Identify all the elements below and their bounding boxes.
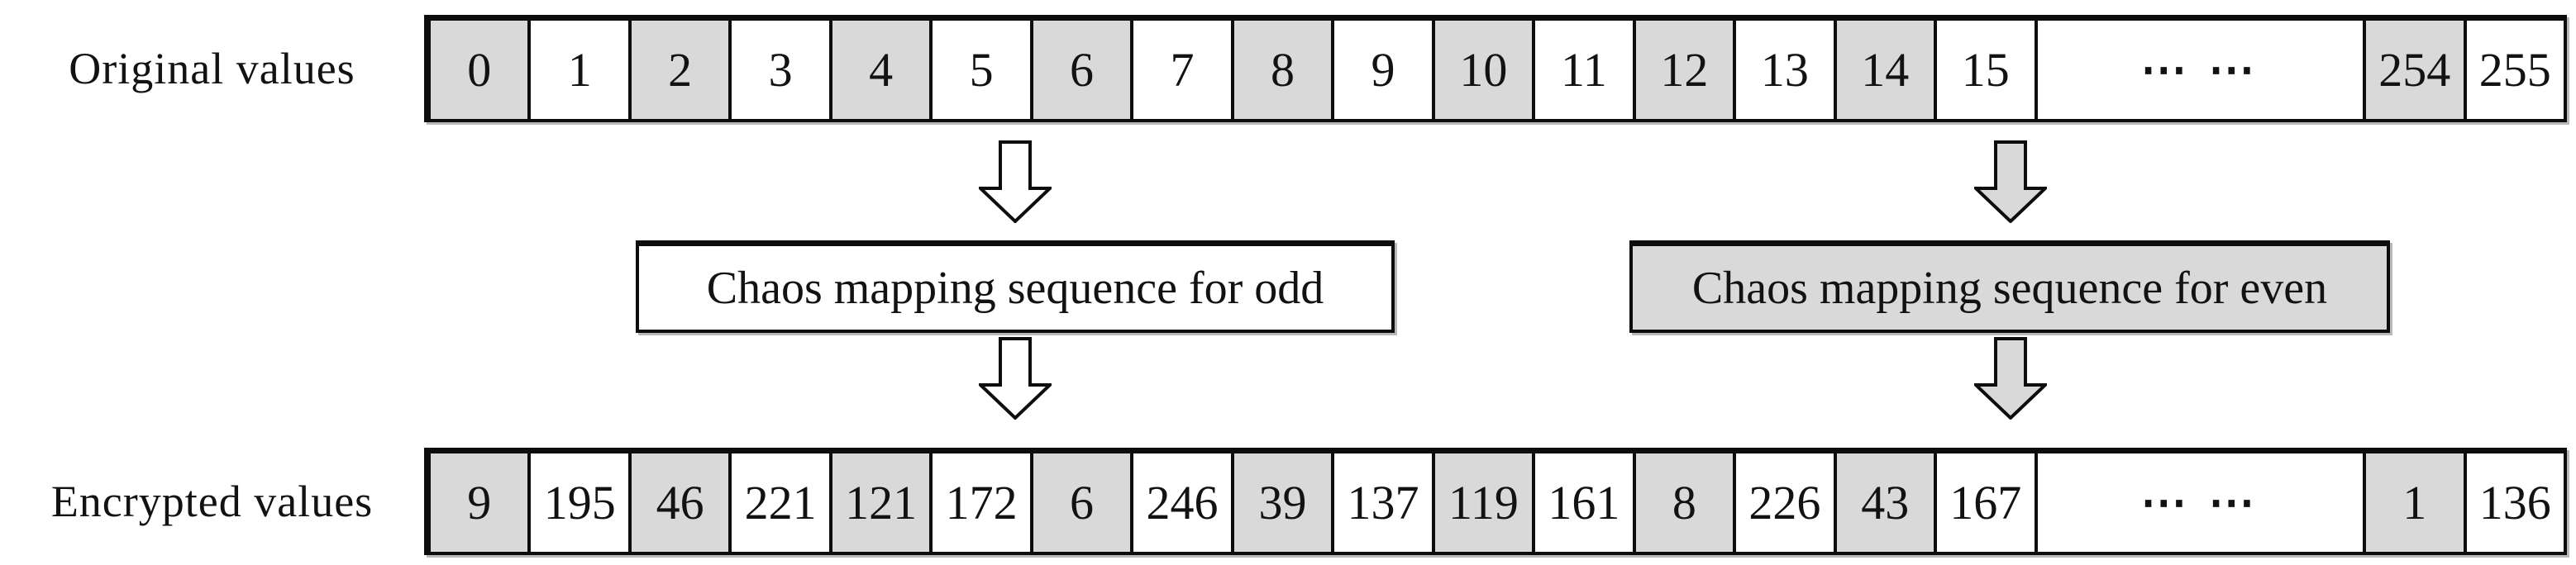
encrypted-values-label: Encrypted values (50, 477, 374, 526)
encrypted-value-cell: 6 (1029, 453, 1131, 552)
original-value-cell: 2 (627, 21, 729, 119)
encrypted-value-cell: 195 (527, 453, 627, 552)
original-value-cell: 14 (1833, 21, 1934, 119)
encrypted-value-cell: 136 (2463, 453, 2564, 552)
original-values-label: Original values (69, 44, 355, 93)
original-value-cell: 7 (1130, 21, 1230, 119)
down-arrow-icon (979, 337, 1052, 420)
original-value-cell: 254 (2363, 21, 2464, 119)
even-mapping-box: Chaos mapping sequence for even (1629, 240, 2390, 333)
original-value-cell: 5 (929, 21, 1029, 119)
original-value-cell: 9 (1331, 21, 1431, 119)
encrypted-value-cell: 167 (1934, 453, 2034, 552)
encrypted-value-cell: 9 (427, 453, 528, 552)
down-arrow-icon (979, 140, 1052, 223)
encrypted-value-cell: 246 (1130, 453, 1230, 552)
encrypted-value-cell: 121 (828, 453, 930, 552)
encrypted-value-cell: 43 (1833, 453, 1934, 552)
encrypted-value-cell: 221 (728, 453, 828, 552)
down-arrow-icon (1974, 337, 2047, 420)
encrypted-value-cell: ⋯ ⋯ (2034, 453, 2364, 552)
encrypted-value-cell: 1 (2363, 453, 2464, 552)
original-value-cell: ⋯ ⋯ (2034, 21, 2364, 119)
encrypted-value-cell: 39 (1230, 453, 1332, 552)
original-value-cell: 4 (828, 21, 930, 119)
original-value-cell: 6 (1029, 21, 1131, 119)
encrypted-value-cell: 172 (929, 453, 1029, 552)
original-value-cell: 255 (2463, 21, 2564, 119)
original-value-cell: 1 (527, 21, 627, 119)
original-value-cell: 12 (1632, 21, 1734, 119)
encrypted-value-cell: 137 (1331, 453, 1431, 552)
odd-mapping-box: Chaos mapping sequence for odd (636, 240, 1395, 333)
original-value-cell: 8 (1230, 21, 1332, 119)
encrypted-value-cell: 119 (1431, 453, 1533, 552)
original-value-cell: 15 (1934, 21, 2034, 119)
original-value-cell: 10 (1431, 21, 1533, 119)
original-value-cell: 3 (728, 21, 828, 119)
encrypted-value-cell: 226 (1733, 453, 1833, 552)
down-arrow-icon (1974, 140, 2047, 223)
encrypted-value-cell: 46 (627, 453, 729, 552)
original-value-cell: 11 (1532, 21, 1632, 119)
encrypted-value-cell: 161 (1532, 453, 1632, 552)
original-value-cell: 0 (427, 21, 528, 119)
encrypted-value-cell: 8 (1632, 453, 1734, 552)
original-value-cell: 13 (1733, 21, 1833, 119)
